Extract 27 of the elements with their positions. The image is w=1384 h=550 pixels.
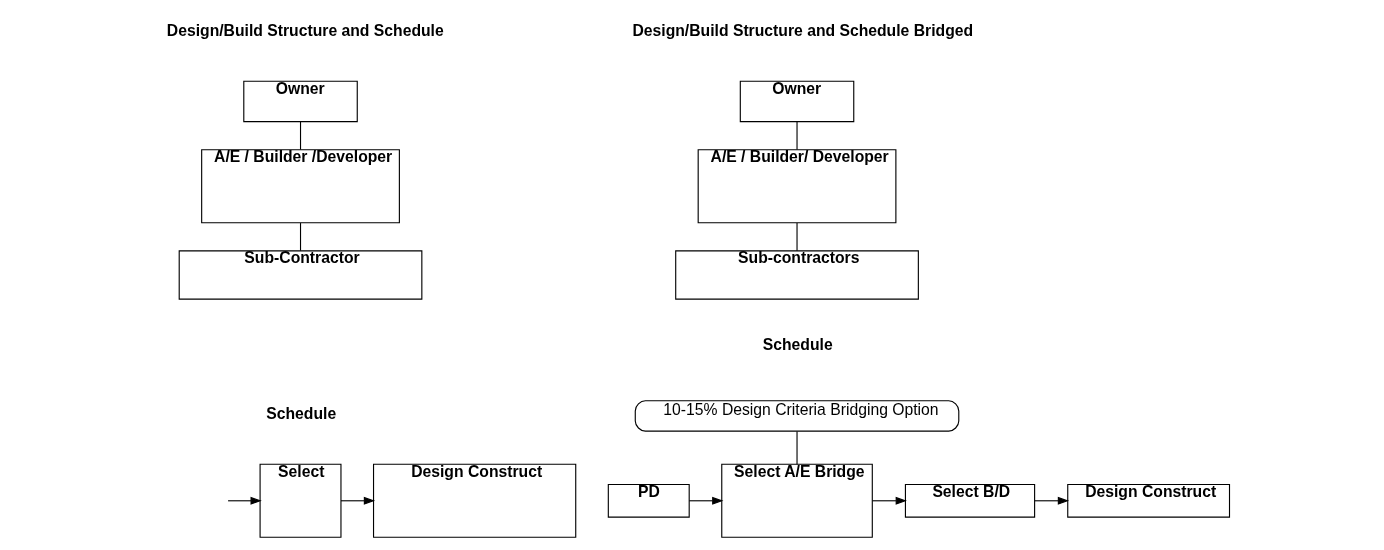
node-box: Select B/D	[904, 483, 1036, 518]
node-box: A/E / Builder /Developer	[201, 149, 400, 224]
node-box: 10-15% Design Criteria Bridging Option	[634, 400, 960, 432]
arrow	[871, 496, 907, 505]
node-box: A/E / Builder/ Developer	[697, 149, 897, 224]
node-box: Design Construct	[1067, 483, 1231, 518]
connector	[796, 222, 798, 252]
label: Schedule	[762, 336, 833, 354]
node-box: Select	[259, 463, 342, 538]
node-box: Select A/E Bridge	[721, 463, 873, 538]
connector	[299, 121, 302, 151]
label: Design/Build Structure and Schedule Bridged	[632, 21, 974, 39]
arrow	[688, 496, 724, 505]
arrow	[1034, 496, 1070, 505]
node-box: Sub-Contractor	[178, 250, 423, 300]
label: Design/Build Structure and Schedule	[166, 21, 444, 39]
label: Schedule	[266, 405, 337, 423]
arrow	[340, 496, 376, 505]
node-box: Sub-contractors	[675, 250, 919, 300]
arrow	[227, 496, 262, 505]
connector	[796, 430, 798, 465]
node-box: Owner	[243, 80, 358, 123]
connector	[796, 121, 798, 151]
node-box: PD	[607, 483, 690, 518]
node-box: Owner	[739, 80, 855, 123]
connector	[299, 222, 302, 252]
node-box: Design Construct	[373, 463, 577, 538]
